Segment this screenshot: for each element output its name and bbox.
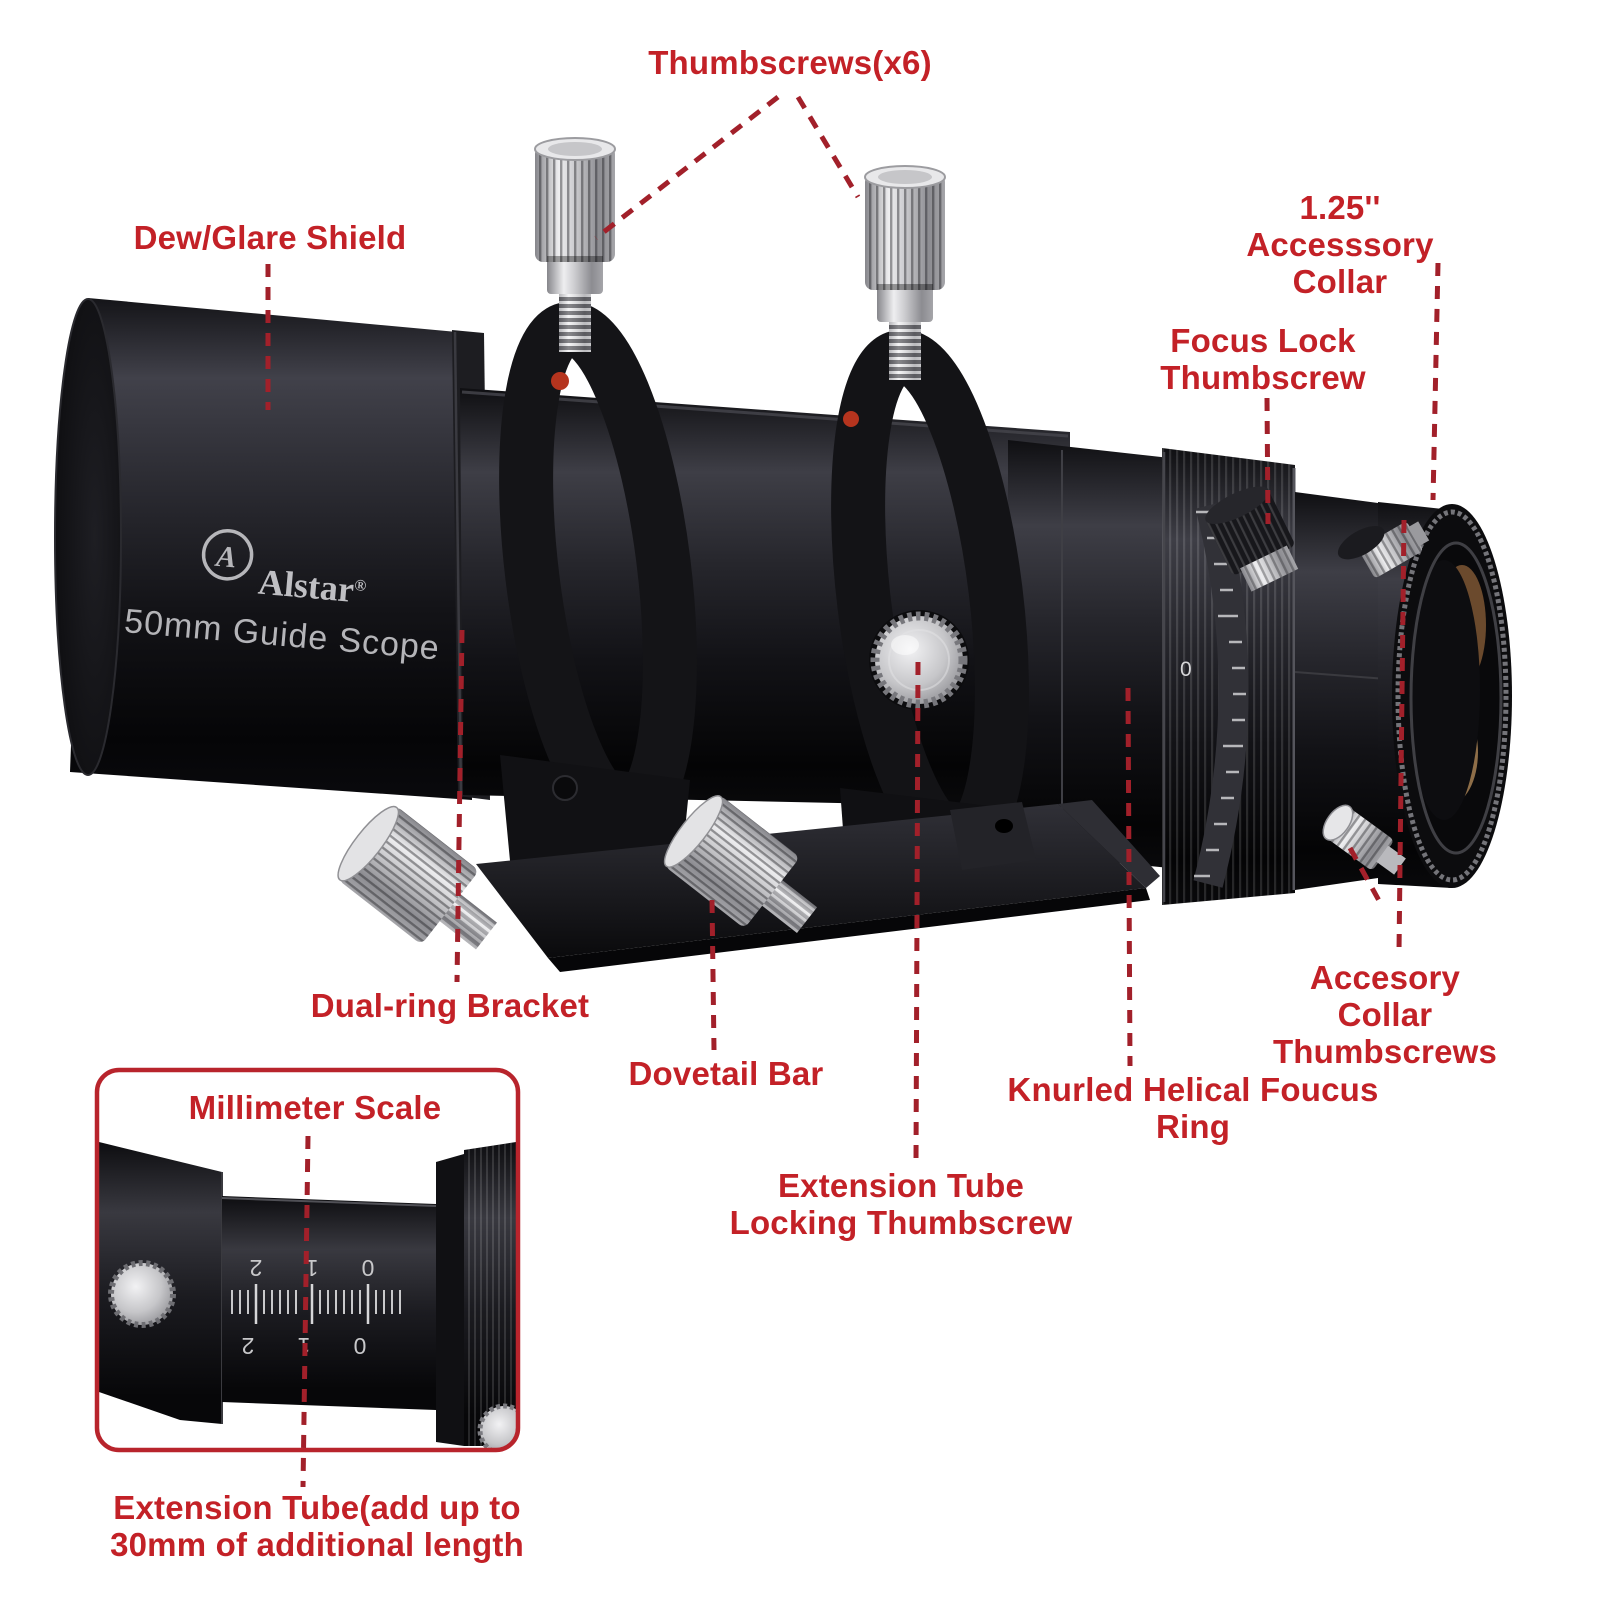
bracket-thumbscrew-front <box>328 797 517 974</box>
callout-focus-lock: Focus Lock Thumbscrew <box>1160 322 1366 396</box>
ring-pad-front <box>551 372 569 390</box>
line-knurled-ring <box>1125 687 1133 1067</box>
line-dual-ring-bracket <box>454 629 465 983</box>
line-collar-thumbscrew-bottom <box>1347 846 1385 908</box>
bracket-screw-head <box>552 775 578 801</box>
callout-extension-tube-note: Extension Tube(add up to 30mm of additio… <box>110 1489 524 1563</box>
focuser-graduation-scale: 0 <box>1180 501 1249 888</box>
inset-millimeter-scale: 2 1 0 2 1 0 <box>231 1255 401 1359</box>
extension-tube-locking-thumbscrew <box>869 610 969 710</box>
line-millimeter-scale <box>300 1135 311 1488</box>
dew-glare-shield: A Alstar® 50mm Guide Scope <box>54 298 490 800</box>
brand-logo-icon <box>201 529 254 581</box>
callout-millimeter-scale: Millimeter Scale <box>188 1089 442 1126</box>
brand-logo-letter: A <box>213 540 238 575</box>
accessory-collar-opening <box>1392 504 1512 888</box>
callout-dovetail-bar: Dovetail Bar <box>628 1055 824 1092</box>
inset-scale-number: 2 <box>250 1255 263 1281</box>
accessory-collar-thumbscrew-top <box>1337 521 1430 578</box>
inset-scale-number: 2 <box>242 1333 255 1359</box>
inset-scale-number: 1 <box>306 1255 319 1281</box>
ring-pad-rear <box>843 411 859 427</box>
line-dovetail-bar <box>709 899 717 1051</box>
inset-scale-number: 0 <box>354 1333 367 1359</box>
callout-knurled-focus-ring: Knurled Helical Foucus Ring <box>1007 1071 1379 1145</box>
extension-barrel <box>1295 492 1378 890</box>
focus-lock-thumbscrew <box>1205 486 1299 592</box>
line-extension-locking <box>913 661 921 1163</box>
focuser-assembly: 0 <box>1008 440 1512 905</box>
line-collar-thumbscrews <box>1396 519 1407 953</box>
inset-lower-thumbscrew <box>477 1403 516 1448</box>
callout-dew-shield: Dew/Glare Shield <box>133 219 407 256</box>
line-thumbscrews-right <box>795 95 861 199</box>
brand-name: Alstar® <box>257 562 368 611</box>
callout-accessory-collar: 1.25'' Accesssory Collar <box>1246 189 1434 300</box>
dovetail-bar <box>476 800 1160 972</box>
scale-zero-mark: 0 <box>1180 658 1192 681</box>
callout-collar-thumbscrews: Accesory Collar Thumbscrews <box>1272 959 1498 1070</box>
callout-extension-locking: Extension Tube Locking Thumbscrew <box>729 1167 1073 1241</box>
callout-lines <box>265 95 1441 1488</box>
callout-dual-ring-bracket: Dual-ring Bracket <box>310 987 590 1024</box>
inset-border <box>94 1067 521 1453</box>
line-accessory-collar <box>1430 262 1441 501</box>
dovetail-stop-block <box>950 802 1036 870</box>
line-thumbscrews-left <box>594 95 780 240</box>
inset-scale-number: 0 <box>362 1255 375 1281</box>
dual-ring-bracket <box>328 755 1160 974</box>
objective-end-cap <box>54 298 122 776</box>
inset-thumbscrew <box>108 1260 176 1328</box>
callout-thumbscrews: Thumbscrews(x6) <box>648 44 932 81</box>
inset-extension-tube-closeup: 2 1 0 2 1 0 <box>94 1067 521 1453</box>
